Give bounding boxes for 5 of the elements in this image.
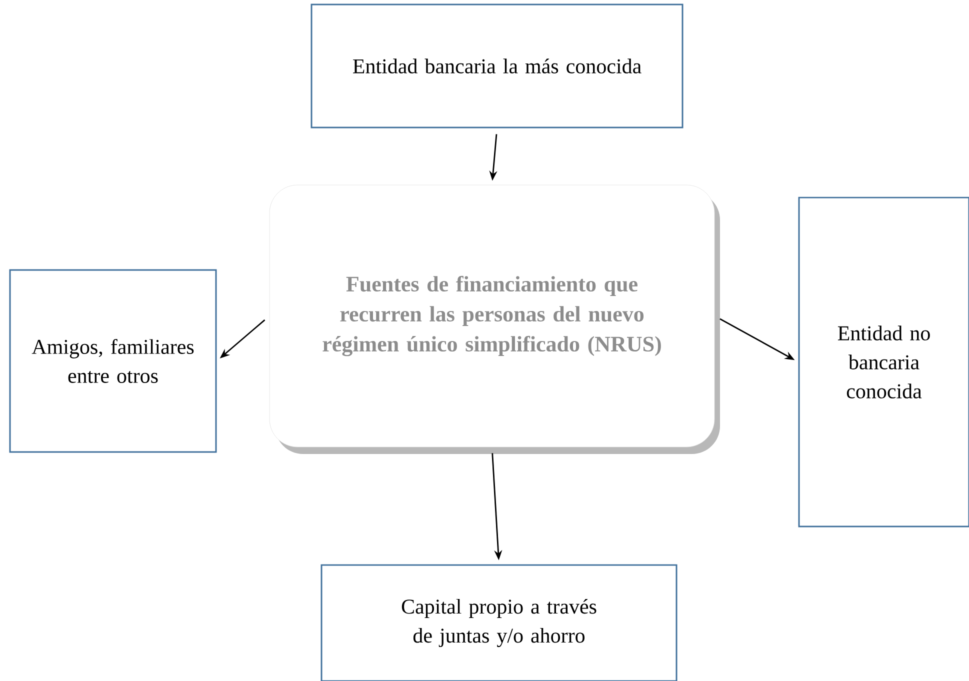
rounded-box: Fuentes de financiamiento que recurren las personas del nuevo régimen único simplificado (NRUS) <box>269 184 720 454</box>
text-box: Capital propio a través de juntas y/o ahorro <box>320 564 678 681</box>
text-box: Entidad no bancaria conocida <box>798 196 969 528</box>
text-box: Entidad bancaria la más conocida <box>310 4 684 128</box>
text-box: Amigos, familiares entre otros <box>9 269 217 453</box>
